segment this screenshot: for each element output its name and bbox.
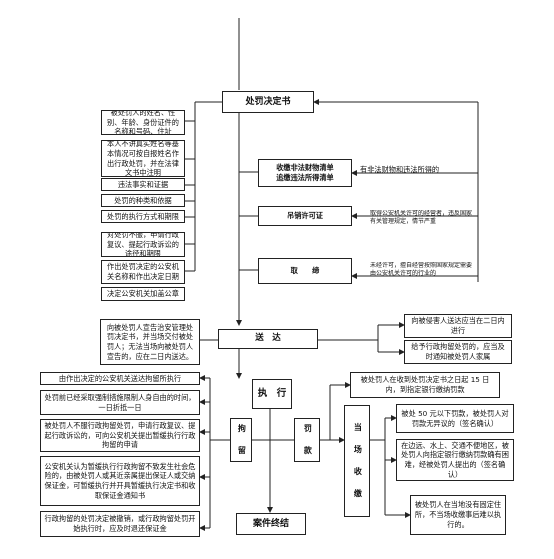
revoke-license-note: 取得公安机关许可的经营者，违反国家有关管理规定，情节严重 [370, 210, 473, 225]
onsite-item-no-fixed-residence: 被处罚人在当地没有固定住所，不当场收缴事后难以执行的。 [410, 495, 506, 535]
ban-note: 未经许可，擅自经营按照国家规定需要由公安机关许可的行业的 [370, 262, 473, 277]
content-item-execution-method: 处罚的执行方式和期限 [101, 210, 185, 223]
case-end-box: 案件终结 [236, 513, 306, 535]
confiscation-note: 有非法财物和违法所得的 [360, 165, 440, 174]
content-item-official-seal: 决定公安机关加盖公章 [101, 287, 185, 301]
content-item-penalty-type: 处罚的种类和依据 [101, 194, 185, 207]
confiscation-list-box: 收缴非法财物清单 追缴违法所得清单 [258, 159, 352, 187]
content-item-facts-evidence: 违法事实和证据 [101, 178, 185, 191]
delivery-box: 送 达 [218, 329, 318, 349]
delivery-left-note: 向被处罚人宣告治安管理处罚决定书，并当场交付被处罚人；无法当场向被处罚人宣告的，… [100, 319, 200, 365]
content-item-authority-date: 作出处罚决定的公安机关名称和作出决定日期 [101, 260, 185, 284]
decision-document-box: 处罚决定书 [222, 91, 314, 113]
detention-item-refund-deposit: 行政拘留的处罚决定被撤销，或行政拘留处罚开始执行时，应及时退还保证金 [40, 511, 200, 537]
onsite-item-under-50: 被处 50 元以下罚款，被处罚人对罚款无异议的（签名确认） [396, 404, 514, 433]
detention-item-send-to-facility: 由作出决定的公安机关送达拘留所执行 [40, 372, 200, 385]
execution-box: 执 行 [252, 379, 292, 409]
delivery-family-note: 给予行政拘留处罚的，应当及时通知被处罚人家属 [404, 340, 512, 364]
ban-box: 取 缔 [258, 258, 352, 284]
onsite-item-remote-area: 在边远、水上、交通不便地区，被处罚人向指定银行缴纳罚款确有困难，经被处罚人提出的… [396, 439, 514, 481]
detention-item-suspension-request: 被处罚人不服行政拘留处罚，申请行政复议、提起行政诉讼的，可向公安机关提出暂缓执行… [40, 419, 200, 452]
content-item-self-reported-name: 本人不讲真实姓名等基本情况可按自报姓名作出行政处罚，并在法律文书中注明 [101, 140, 185, 177]
detention-box: 拘 留 [230, 418, 252, 462]
delivery-victim-note: 向被侵害人送达应当在二日内进行 [404, 314, 512, 338]
fine-box: 罚 款 [294, 418, 320, 462]
content-item-appeal-rights: 对处罚不服，申请行政复议、提起行政诉讼的途径和期限 [101, 232, 185, 257]
detention-item-time-offset: 处罚前已经采取强制措施限制人身自由的时间，一日折抵一日 [40, 390, 200, 415]
fine-bank-payment-note: 被处罚人在收到处罚决定书之日起 15 日内，到指定银行缴纳罚款 [350, 372, 500, 398]
onsite-collection-box: 当 场 收 缴 [344, 405, 370, 517]
detention-item-guarantee: 公安机关认为暂缓执行行政拘留不致发生社会危险的，由被处罚人或其近亲属提出保证人或… [40, 456, 200, 506]
content-item-identity: 被处罚人的姓名、性别、年龄、身份证件的名称和号码、住址 [101, 110, 185, 135]
revoke-license-box: 吊销许可证 [258, 206, 352, 226]
